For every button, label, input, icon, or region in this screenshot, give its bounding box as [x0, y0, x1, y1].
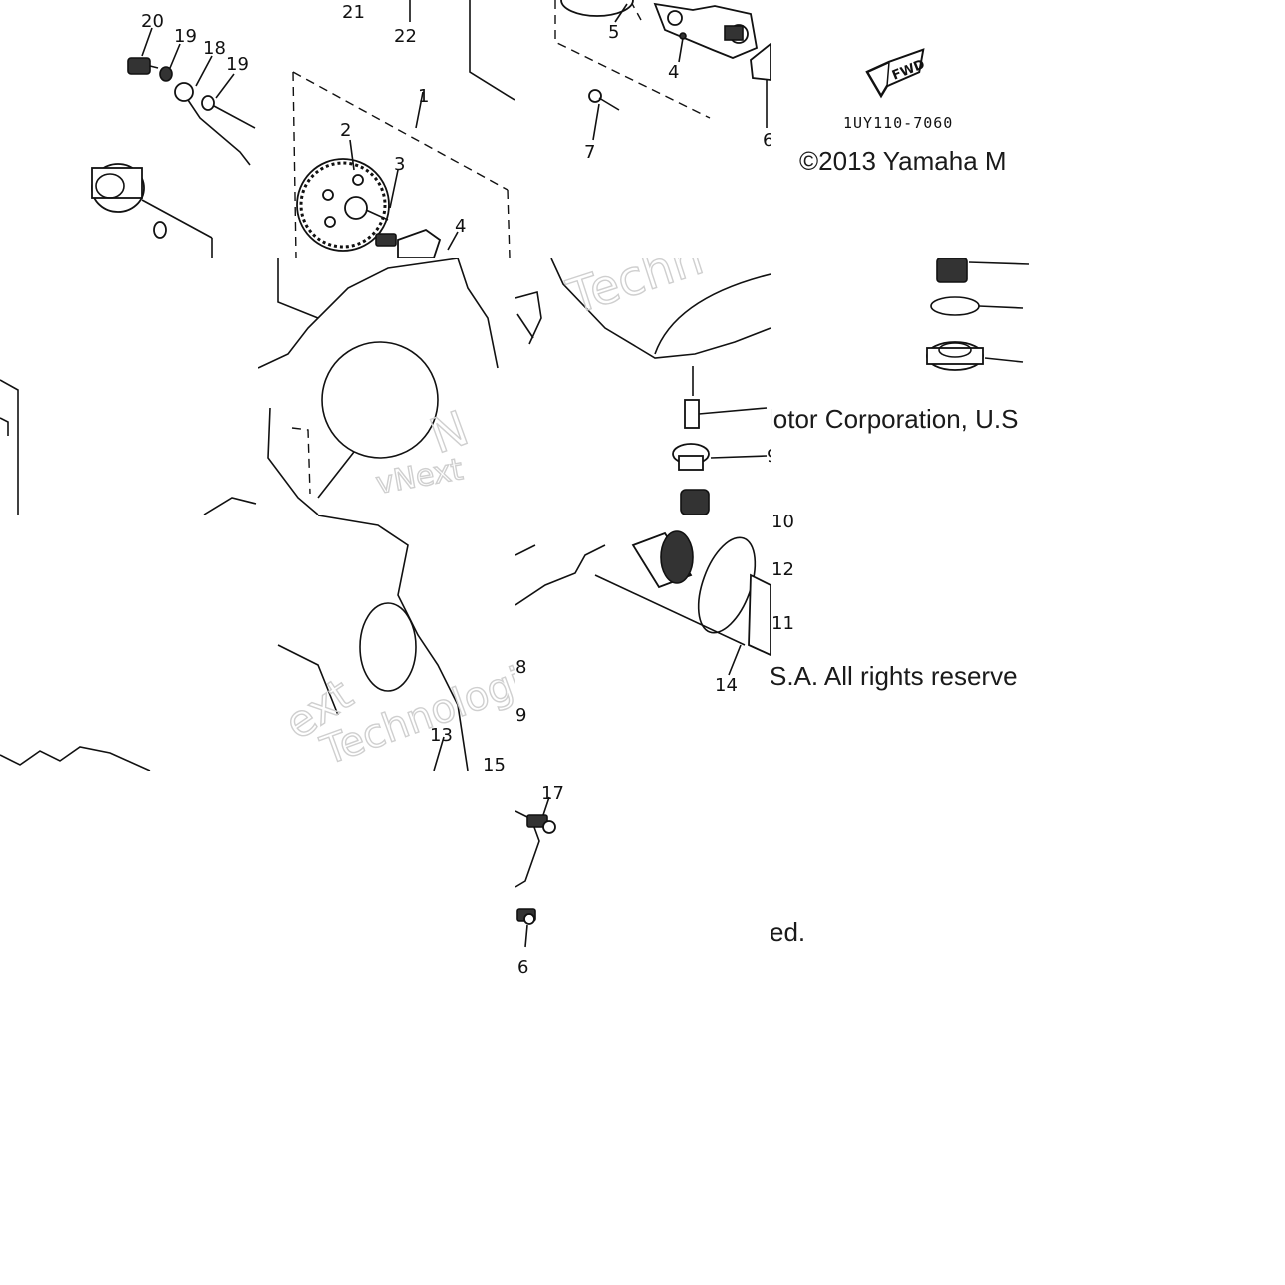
diagram-tile-fwd-label: FWD 1UY110-7060 ©2013 Yamaha M: [771, 0, 1029, 258]
copyright-line-1: ©2013 Yamaha M: [799, 146, 1007, 176]
diagram-tile-blank: [0, 515, 258, 771]
pump-drive-gear-2: [296, 158, 390, 252]
callout-14: 14: [715, 675, 738, 696]
fwd-arrow-icon: FWD: [865, 48, 927, 99]
oil-pump-body: [653, 2, 759, 59]
callout-21: 21: [342, 2, 365, 23]
watermark-fragment: N: [423, 400, 476, 465]
callout-10: 10: [771, 515, 794, 532]
washer-19b: [201, 95, 215, 111]
oil-seal: [926, 341, 984, 371]
pump-bolt: [375, 233, 397, 247]
diagram-tile-lower-case: ext Technologies 13 15: [258, 515, 515, 771]
diagram-tile-oil-pump: 5 4 7 6: [515, 0, 771, 258]
bolt-17: [526, 814, 556, 834]
diagram-tile-oil-filter: 14 8 9: [515, 515, 771, 771]
oil-pump-gear-drawing: 21 22 1 2 3 4: [292, 0, 515, 258]
callout-20: 20: [141, 11, 164, 32]
lower-case-drawing: ext Technologies 13 15: [275, 515, 515, 771]
oil-pipe-18: [174, 82, 251, 166]
callout-18: 18: [203, 38, 226, 59]
callout-6-second: 6: [517, 957, 528, 978]
diagram-tile-crankcase-edge: [0, 258, 258, 515]
spring-seal-drawing: [926, 258, 1029, 371]
copyright-line-3: S.A. All rights reserve: [771, 661, 1018, 691]
callout-4: 4: [455, 216, 466, 237]
diagram-tile-bolt-pipe: 20 19 18 19: [0, 0, 258, 258]
callout-1: 1: [418, 86, 429, 107]
bolt-6: [516, 908, 536, 925]
spring-10: [680, 489, 710, 515]
copyright-line-4: ed.: [771, 917, 806, 947]
watermark-techno: Techn: [560, 258, 709, 326]
pump-cover-4: [397, 228, 442, 258]
callout-3: 3: [394, 154, 405, 175]
diagram-tile-crankcase: vNext N: [258, 258, 515, 515]
diagram-tile-cover-bolts: 17 6: [515, 771, 771, 1027]
callout-19-second: 19: [226, 54, 249, 75]
diagram-tile-oil-pump-gear: 21 22 1 2 3 4: [258, 0, 515, 258]
callout-6: 6: [763, 130, 771, 151]
part-code: 1UY110-7060: [843, 114, 953, 132]
bolt-7: [588, 89, 620, 111]
callout-9: 9: [767, 446, 771, 467]
oil-pump-drawing: 5 4 7 6: [554, 0, 771, 163]
bolt-pipe-drawing: 20 19 18 19: [91, 11, 256, 258]
diagram-tile-filter-cover: 10 12 11 S.A. All rights reserve: [771, 515, 1029, 771]
callout-19: 19: [174, 26, 197, 47]
callout-22: 22: [394, 26, 417, 47]
callout-4-second: 4: [668, 62, 679, 83]
callout-15: 15: [483, 755, 506, 771]
strainer-drawing: Techn 9: [515, 258, 771, 515]
callout-5: 5: [608, 22, 619, 43]
dowel-pin: [684, 399, 700, 429]
callout-9-second: 9: [515, 705, 526, 726]
oil-filter-element: [631, 530, 694, 589]
lower-left-drawing: [0, 746, 151, 771]
callout-11: 11: [771, 613, 794, 634]
callout-2: 2: [340, 120, 351, 141]
oil-strainer-housing: [91, 163, 213, 258]
drain-plug-9: [672, 443, 710, 471]
callout-13: 13: [430, 725, 453, 746]
crankcase-drawing: vNext N: [258, 258, 499, 515]
washer-19a: [159, 66, 173, 82]
copyright-line-2: lotor Corporation, U.S: [771, 404, 1019, 434]
crankcase-edge-drawing: [0, 379, 257, 515]
bolt-20: [127, 57, 159, 75]
callout-8: 8: [515, 657, 526, 678]
diagram-tile-strainer: Techn 9: [515, 258, 771, 515]
oil-filter-drawing: 14 8 9: [515, 530, 771, 726]
callout-7: 7: [584, 142, 595, 163]
callout-17: 17: [541, 783, 564, 804]
diagram-tile-spring-seal: lotor Corporation, U.S: [771, 258, 1029, 515]
callout-12: 12: [771, 559, 794, 580]
filter-cover-drawing: 10 12 11: [771, 515, 794, 634]
fwd-arrow-drawing: FWD 1UY110-7060: [843, 48, 953, 132]
cover-bolts-drawing: 17 6: [515, 783, 564, 978]
diagram-tile-copyright-end: ed.: [771, 771, 1029, 1027]
